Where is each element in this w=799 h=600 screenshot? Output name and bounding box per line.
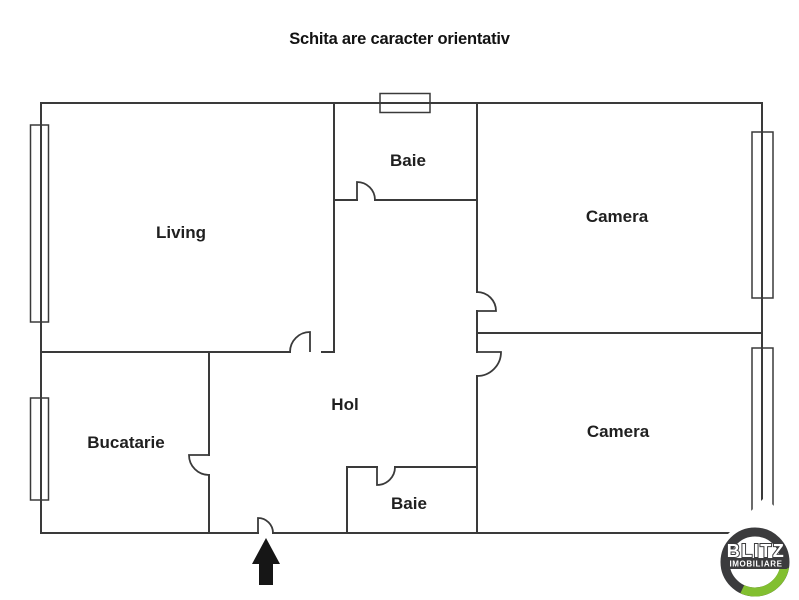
plan-disclaimer-title: Schita are caracter orientativ <box>289 30 510 48</box>
room-label-camera-top: Camera <box>586 207 649 226</box>
room-label-baie-bottom: Baie <box>391 494 427 513</box>
logo-brand-text: BLITZ <box>727 541 786 561</box>
door-entrance <box>257 517 274 534</box>
room-label-living: Living <box>156 223 206 242</box>
door-baie-top <box>356 181 376 201</box>
brand-logo: BLITZ IMOBILIARE <box>690 497 799 600</box>
window-living-left <box>29 124 50 323</box>
doors <box>188 181 502 534</box>
entrance-arrow-icon <box>252 538 280 585</box>
door-camera-bottom <box>476 351 502 377</box>
window-bucatarie-left <box>29 397 50 501</box>
logo-ring-accent <box>740 566 789 597</box>
walls <box>40 102 763 534</box>
room-labels: Living Baie Camera Hol Bucatarie Baie Ca… <box>87 151 649 513</box>
room-label-baie-top: Baie <box>390 151 426 170</box>
logo-tagline-band <box>724 558 788 569</box>
window-camera-top-right <box>751 131 774 299</box>
door-bucatarie <box>188 454 210 476</box>
door-living <box>289 331 311 353</box>
room-label-bucatarie: Bucatarie <box>87 433 164 452</box>
room-label-hol: Hol <box>331 395 358 414</box>
logo-tagline-text: IMOBILIARE <box>729 560 782 569</box>
door-camera-top <box>476 291 497 312</box>
door-baie-bottom <box>376 466 396 486</box>
room-label-camera-bottom: Camera <box>587 422 650 441</box>
windows <box>29 92 774 518</box>
window-baie-top <box>379 92 431 114</box>
